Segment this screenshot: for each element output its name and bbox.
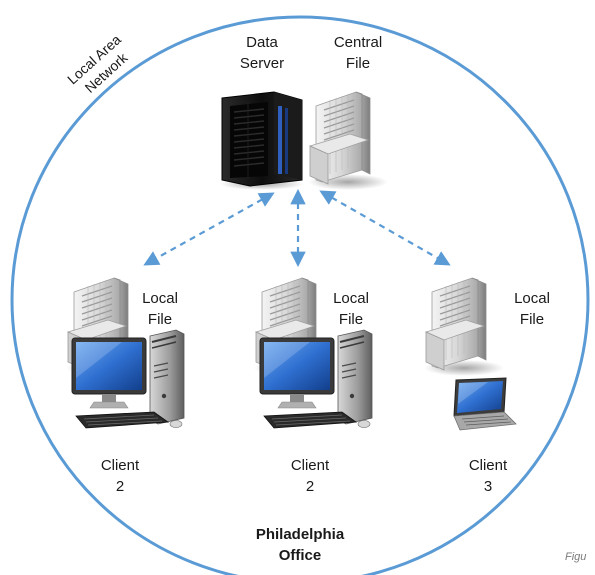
link-arrow-left [143, 192, 275, 266]
client-label-1: Client 2 [100, 457, 140, 495]
client-label-2: Client 2 [290, 457, 330, 495]
data-server-icon [220, 91, 304, 190]
local-file-label-1: Local File [142, 290, 178, 328]
lan-boundary-circle [10, 15, 590, 575]
desktop-computer-icon-2 [259, 329, 373, 429]
local-file-label-3: Local File [514, 290, 550, 328]
desktop-computer-icon-1 [71, 329, 185, 429]
figure-caption: Figu [565, 551, 587, 563]
central-file-label: Central File [333, 34, 383, 72]
laptop-icon [453, 377, 517, 431]
data-server-label: Data Server [239, 34, 285, 72]
central-file-icon [307, 91, 389, 191]
local-file-icon-3 [423, 277, 505, 377]
office-label: Philadelphia Office [255, 526, 345, 564]
local-file-label-2: Local File [333, 290, 369, 328]
client-label-3: Client 3 [468, 457, 508, 495]
link-arrow-right [319, 190, 451, 266]
